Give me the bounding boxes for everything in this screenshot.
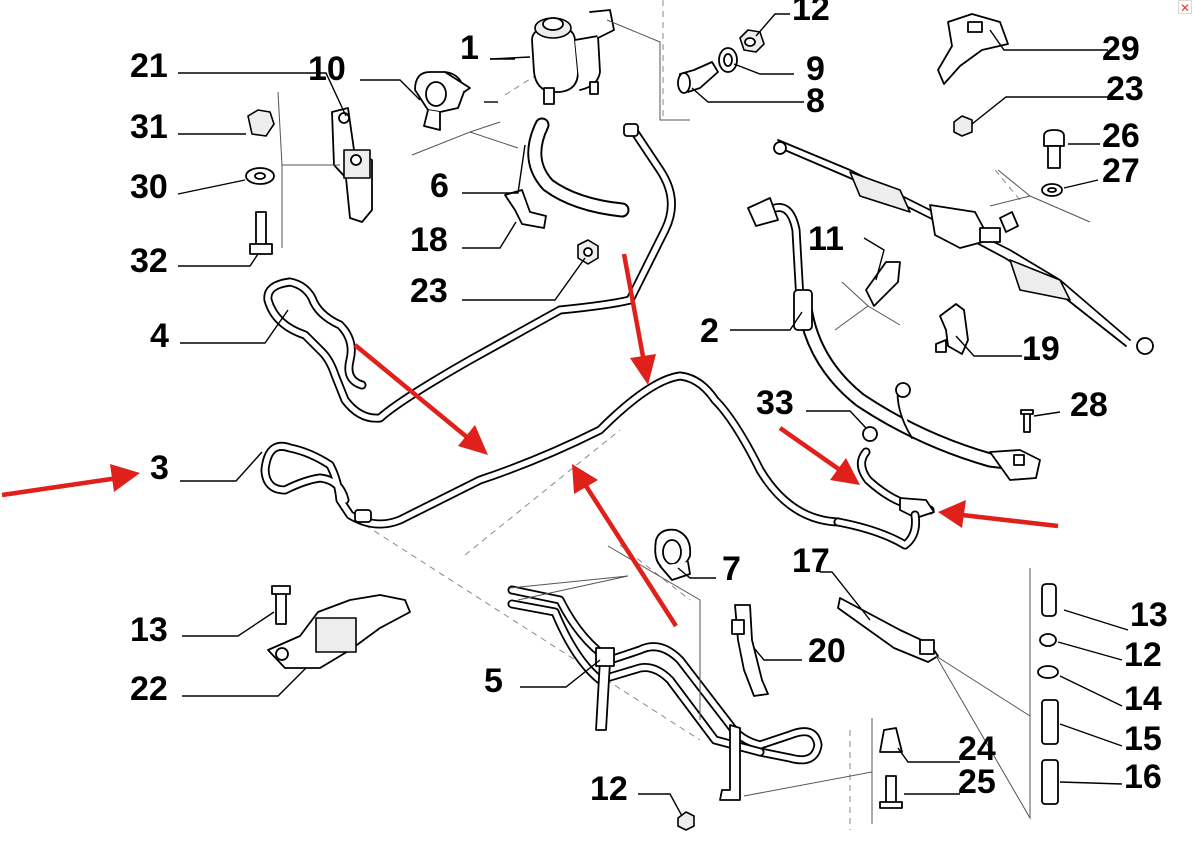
label-part-10: 10 — [308, 50, 346, 88]
label-part-23-right: 23 — [1106, 70, 1144, 108]
cooler-pipes — [507, 585, 823, 801]
label-part-6: 6 — [430, 167, 449, 205]
rack-brackets — [865, 261, 969, 355]
label-part-7: 7 — [722, 550, 741, 588]
bottom-hardware — [677, 727, 903, 831]
pressure-hose — [747, 197, 1041, 481]
label-part-28: 28 — [1070, 386, 1108, 424]
label-part-32: 32 — [130, 242, 168, 280]
label-part-15: 15 — [1124, 720, 1162, 758]
label-part-19: 19 — [1022, 330, 1060, 368]
long-bracket — [837, 597, 939, 663]
part-number-labels: 1 2 3 4 5 6 7 8 9 10 11 12 12 12 13 13 1… — [130, 0, 1168, 808]
pipe-bracket — [731, 604, 769, 697]
fittings-top — [677, 29, 765, 94]
label-part-16: 16 — [1124, 758, 1162, 796]
pipe-clamp — [414, 71, 471, 131]
label-part-29: 29 — [1102, 30, 1140, 68]
small-hardware-top-right — [953, 115, 1065, 197]
arrow-to-upper-pipe — [353, 343, 488, 455]
pressure-pipe-lower — [260, 371, 920, 550]
label-part-3: 3 — [150, 449, 169, 487]
label-part-17: 17 — [792, 542, 830, 580]
label-part-18: 18 — [410, 221, 448, 259]
hose-clip — [654, 528, 692, 581]
label-part-21: 21 — [130, 47, 168, 85]
return-hose — [527, 117, 630, 218]
left-hardware — [245, 109, 291, 625]
label-part-27: 27 — [1102, 152, 1140, 190]
label-part-14: 14 — [1124, 680, 1162, 718]
label-part-2: 2 — [700, 312, 719, 350]
label-part-12-bottom: 12 — [590, 770, 628, 808]
arrow-up-center — [572, 464, 678, 628]
label-part-31: 31 — [130, 108, 168, 146]
small-bolt — [1020, 409, 1034, 433]
label-part-12-right: 12 — [1124, 636, 1162, 674]
label-part-33: 33 — [756, 384, 794, 422]
steering-rack — [773, 139, 1154, 355]
label-part-25: 25 — [958, 763, 996, 801]
seal-and-return-pipe — [857, 426, 935, 519]
label-part-8: 8 — [806, 82, 825, 120]
fluid-reservoir — [531, 9, 615, 105]
leader-lines — [177, 13, 1129, 824]
label-part-12-top: 12 — [792, 0, 830, 28]
label-part-23-left: 23 — [410, 272, 448, 310]
label-part-11: 11 — [808, 220, 844, 258]
label-part-9: 9 — [806, 50, 825, 88]
label-part-1: 1 — [460, 29, 479, 67]
label-part-22: 22 — [130, 670, 168, 708]
arrow-down-center — [621, 253, 656, 385]
arrow-to-part-3 — [1, 464, 140, 498]
guide-lines — [364, 0, 1021, 830]
label-part-20: 20 — [808, 632, 846, 670]
highlight-arrows — [1, 253, 1059, 628]
label-part-5: 5 — [484, 662, 503, 700]
hose-bracket — [504, 189, 547, 229]
label-part-30: 30 — [130, 168, 168, 206]
label-part-26: 26 — [1102, 117, 1140, 155]
pressure-pipe-upper — [263, 123, 676, 423]
arrow-to-return-pipe — [778, 426, 860, 485]
label-part-24: 24 — [958, 730, 996, 768]
arrow-to-fitting — [938, 500, 1059, 529]
close-icon[interactable]: ✕ — [1178, 0, 1192, 15]
heat-shield-plate — [937, 13, 1009, 85]
rubber-mount-lower — [267, 594, 411, 669]
rubber-mount-upper — [331, 107, 373, 223]
label-part-4: 4 — [150, 317, 169, 355]
nut — [577, 239, 599, 265]
right-hardware-stack — [1037, 583, 1059, 805]
label-part-13-right: 13 — [1130, 596, 1168, 634]
label-part-13-left: 13 — [130, 611, 168, 649]
